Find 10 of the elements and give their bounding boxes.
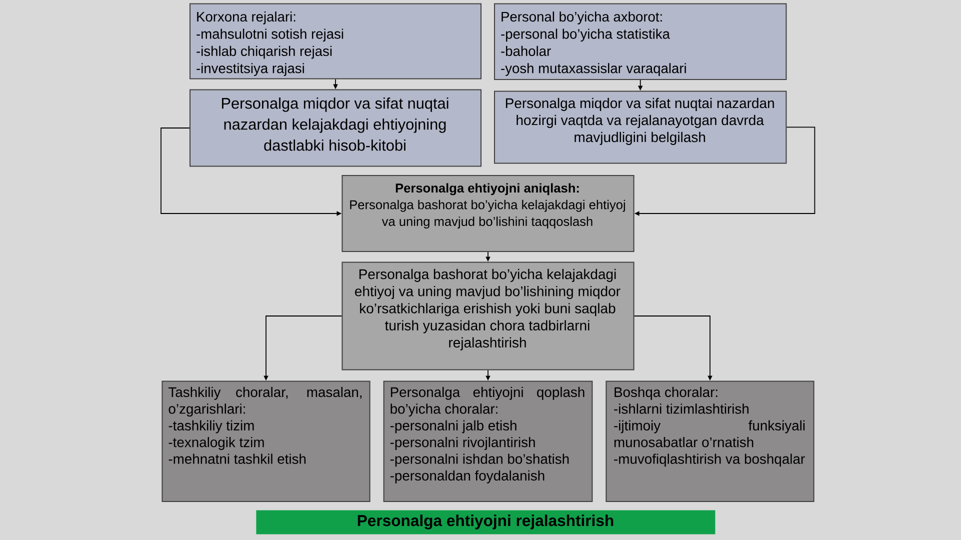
process-box: Personalga miqdor va sifat nuqtai nazardan kelajakdagi ehtiyojning dastlabki hisob-kitobi xyxy=(190,89,482,167)
info-box: Korxona rejalari: -mahsulotni sotish rejasi -ishlab chiqarish rejasi -investitsiya rajasi xyxy=(190,3,482,80)
process-box: Personalga bashorat bo’yicha kelajakdagi ehtiyoj va uning mavjud bo’lishining miqdor ko’rsatkichlariga erishish yoki buni saqlab turish yuzasidan chora tadbirlarni rejalashtirish xyxy=(342,262,634,370)
title-band: Personalga ehtiyojni rejalashtirish xyxy=(256,510,716,534)
process-box: Personalga miqdor va sifat nuqtai nazardan hozirgi vaqtda va rejalanayotgan davrda mavjudligini belgilash xyxy=(494,90,787,164)
info-box: Personal bo’yicha axborot: -personal bo’yicha statistika -baholar -yosh mutaxassislar varaqalari xyxy=(494,3,787,80)
process-box: Personalga ehtiyojni aniqlash: Personalga bashorat bo’yicha kelajakdagi ehtiyoj va uning mavjud bo’lishini taqqoslash xyxy=(342,175,634,252)
measures-box: Personalga ehtiyojni qoplash bo’yicha choralar: -personalni jalb etish -personalni rivojlantirish -personalni ishdan bo’shatish -personaldan foydalanish xyxy=(383,380,593,502)
measures-box: Boshqa choralar: -ishlarni tizimlashtirish -ijtimoiy funksiyali munosabatlar o’rnatish -muvofiqlashtirish va boshqalar xyxy=(606,380,814,502)
measures-box: Tashkiliy choralar, masalan, o’zgarishlari: -tashkiliy tizim -texnalogik tzim -mehnatni tashkil etish xyxy=(162,380,370,502)
